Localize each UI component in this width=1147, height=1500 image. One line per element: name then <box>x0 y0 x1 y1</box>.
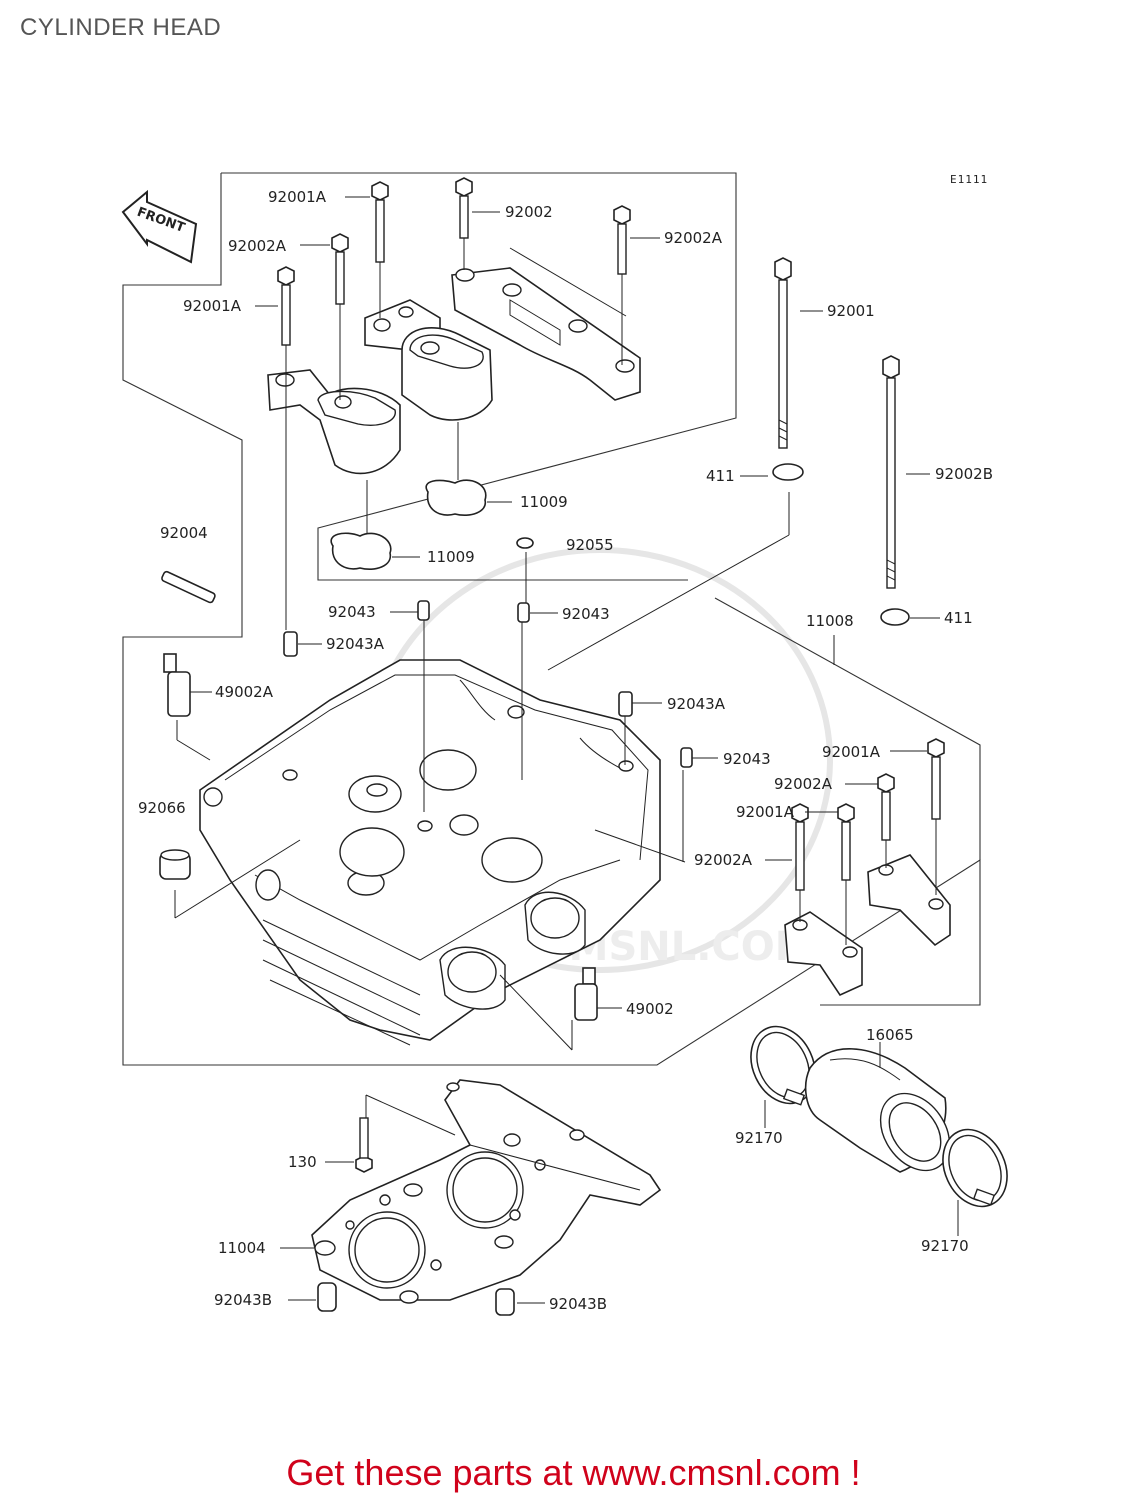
label-92043: 92043 <box>562 605 610 623</box>
label-92043A: 92043A <box>667 695 726 713</box>
label-92043B: 92043B <box>214 1291 272 1309</box>
footer-cta-link[interactable]: Get these parts at www.cmsnl.com ! <box>286 1452 861 1493</box>
bolt-92002A-lower-a <box>877 773 895 841</box>
leader-lines-clamp <box>764 1042 959 1236</box>
leader-lines <box>255 196 940 671</box>
label-11009: 11009 <box>520 493 568 511</box>
label-411: 411 <box>706 467 735 485</box>
bolt-92002-top <box>455 177 473 239</box>
bolt-92002A-left <box>331 233 349 305</box>
washer-411-b <box>880 608 910 626</box>
bolt-92002A-right <box>613 205 631 275</box>
dowel-92043-c <box>680 747 693 768</box>
label-92001: 92001 <box>827 302 875 320</box>
label-49002A: 49002A <box>215 683 274 701</box>
label-92055: 92055 <box>566 536 614 554</box>
dowel-92043B-a <box>317 1282 337 1312</box>
upper-frame <box>221 172 737 581</box>
clamp-92170-a <box>750 1025 816 1106</box>
front-arrow-icon: FRONT <box>121 189 198 264</box>
dowel-92043-a <box>417 600 430 621</box>
oring-92055 <box>516 537 534 549</box>
left-frame <box>122 173 981 1066</box>
label-92002A: 92002A <box>664 229 723 247</box>
page-title: CYLINDER HEAD <box>20 14 222 41</box>
label-92001A: 92001A <box>822 743 881 761</box>
part-labels: 92001A 92002 92002A 92002A 92001A 92001 … <box>138 188 993 1313</box>
label-49002: 49002 <box>626 1000 674 1018</box>
diagram-code: E1111 <box>950 173 988 186</box>
bolt-92002B-long <box>882 355 900 589</box>
cam-cap-top-right <box>451 267 641 401</box>
cam-cap-lower-left <box>784 911 863 997</box>
dowel-92043A-b <box>618 691 633 717</box>
bolt-92001A-lower-b <box>837 803 855 881</box>
label-11009: 11009 <box>427 548 475 566</box>
cam-holder-right <box>401 327 493 421</box>
bolt-92001-long <box>774 257 792 449</box>
cam-holder-left <box>267 369 401 475</box>
label-130: 130 <box>288 1153 317 1171</box>
label-92001A: 92001A <box>268 188 327 206</box>
bolt-92001A-lower-a <box>927 738 945 820</box>
bolt-130 <box>355 1117 373 1173</box>
dowel-92043-b <box>517 602 530 623</box>
label-92066: 92066 <box>138 799 186 817</box>
label-92043B: 92043B <box>549 1295 607 1313</box>
label-92002A: 92002A <box>228 237 287 255</box>
seal-92066 <box>159 849 191 880</box>
label-16065: 16065 <box>866 1026 914 1044</box>
plug-49002A <box>163 653 191 717</box>
plug-49002 <box>574 967 598 1021</box>
leader-lines-mid <box>174 552 937 1051</box>
oring-11009-a <box>425 479 487 516</box>
label-92001A: 92001A <box>183 297 242 315</box>
dowel-92043A-a <box>283 631 298 657</box>
label-92043: 92043 <box>723 750 771 768</box>
label-92043A: 92043A <box>326 635 385 653</box>
label-92170: 92170 <box>735 1129 783 1147</box>
bolt-92001A-left <box>277 266 295 346</box>
cam-cap-lower-right <box>867 854 951 947</box>
washer-411-a <box>772 463 804 481</box>
label-92004: 92004 <box>160 524 208 542</box>
dowel-92043B-b <box>495 1288 515 1316</box>
stud-92004 <box>161 570 216 604</box>
label-92001A: 92001A <box>736 803 795 821</box>
carburetor-holder-16065 <box>804 1048 951 1173</box>
oring-11009-b <box>330 532 392 570</box>
label-11004: 11004 <box>218 1239 266 1257</box>
label-92002A: 92002A <box>694 851 753 869</box>
label-92170: 92170 <box>921 1237 969 1255</box>
bolt-92001A-top <box>371 181 389 263</box>
label-11008: 11008 <box>806 612 854 630</box>
label-411: 411 <box>944 609 973 627</box>
label-92002: 92002 <box>505 203 553 221</box>
label-92002A: 92002A <box>774 775 833 793</box>
clamp-92170-b <box>942 1128 1008 1208</box>
cylinder-head-body <box>199 659 661 1046</box>
leader-lines-gasket <box>280 1094 545 1304</box>
label-92043: 92043 <box>328 603 376 621</box>
head-gasket-11004 <box>311 1079 662 1304</box>
label-92002B: 92002B <box>935 465 993 483</box>
